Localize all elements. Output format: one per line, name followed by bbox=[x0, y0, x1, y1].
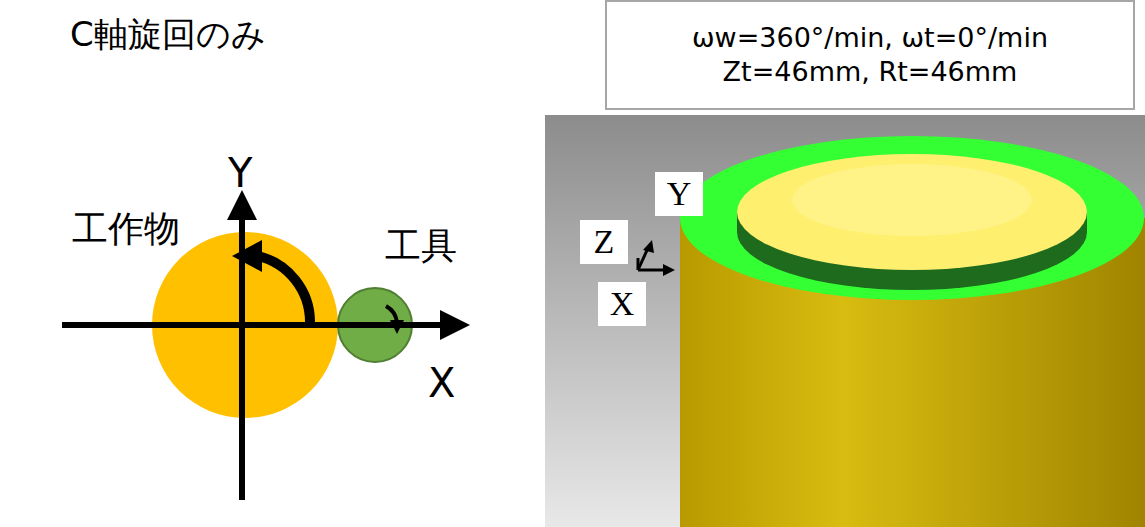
rotation-arrowhead bbox=[232, 240, 262, 272]
axis-x-head bbox=[663, 264, 675, 276]
x-arrowhead bbox=[440, 310, 470, 340]
axis-z bbox=[637, 258, 640, 270]
title: C軸旋回のみ bbox=[70, 12, 266, 58]
axis-x bbox=[638, 269, 665, 272]
schematic bbox=[62, 190, 470, 500]
boss-top bbox=[737, 154, 1087, 270]
outer-face bbox=[680, 136, 1144, 300]
part-label: 工作物 bbox=[72, 205, 180, 254]
tool-rotation-arrow bbox=[386, 306, 397, 322]
x-axis bbox=[62, 322, 445, 328]
parameter-box: ωw=360°/min, ωt=0°/minZt=46mm, Rt=46mm bbox=[605, 0, 1135, 110]
axis-y-head bbox=[643, 240, 654, 253]
tool-rotation-arrowhead bbox=[390, 320, 404, 334]
axis-label: X bbox=[598, 282, 646, 326]
axis-label: Y bbox=[655, 172, 703, 216]
parameter-text: ωw=360°/min, ωt=0°/min bbox=[692, 21, 1048, 55]
parameter-text: Zt=46mm, Rt=46mm bbox=[723, 55, 1018, 89]
axis-label: Z bbox=[580, 220, 628, 264]
render-background bbox=[545, 115, 1145, 527]
part-label: 工具 bbox=[385, 222, 457, 271]
axis-y bbox=[638, 248, 648, 270]
highlight bbox=[792, 164, 1032, 236]
axis-label: X bbox=[428, 360, 455, 406]
axis-label: Y bbox=[228, 150, 252, 196]
render bbox=[545, 115, 1145, 527]
rotation-arrow bbox=[258, 256, 310, 322]
